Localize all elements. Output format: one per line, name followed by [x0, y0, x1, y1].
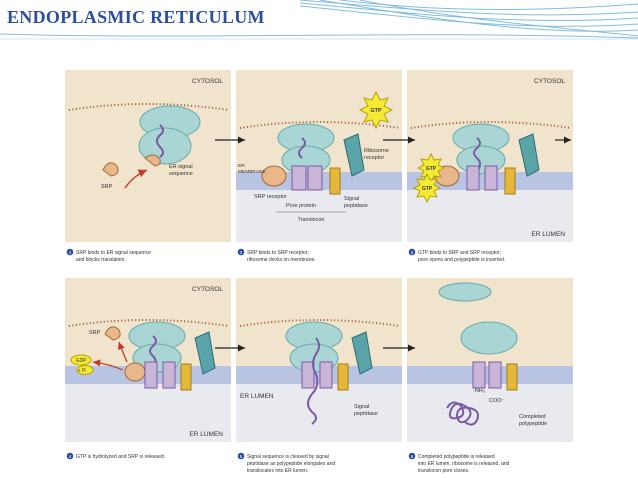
ribosome-receptor	[343, 133, 365, 177]
caption-5: 5 Signal sequence is cleaved by signal p…	[237, 452, 335, 474]
released-large-subunit	[460, 321, 518, 355]
svg-text:ribosome docks on membrane.: ribosome docks on membrane.	[247, 257, 316, 263]
svg-text:SRP binds to SRP receptor;: SRP binds to SRP receptor;	[247, 250, 309, 256]
svg-text:2: 2	[240, 250, 243, 255]
svg-text:COO⁻: COO⁻	[489, 398, 505, 404]
svg-text:CYTOSOL: CYTOSOL	[534, 78, 565, 85]
svg-text:SRP binds to ER signal sequenc: SRP binds to ER signal sequence	[76, 250, 151, 256]
svg-text:peptidase: peptidase	[354, 411, 378, 417]
svg-text:Ribosome: Ribosome	[364, 148, 389, 154]
svg-text:3: 3	[411, 250, 414, 255]
panel-4: SRP GDP + Pᵢ CYTOSOL ER LUMEN 4 GTP is h…	[65, 278, 231, 460]
mrna	[68, 103, 230, 111]
svg-text:GTP: GTP	[426, 166, 437, 172]
panel-6: -NH₃ COO⁻ Completed polypeptide 6 Comple…	[407, 278, 573, 474]
svg-text:GTP: GTP	[370, 108, 382, 114]
header-stripes	[0, 0, 638, 40]
svg-text:Translocon: Translocon	[297, 217, 324, 223]
er-signal-label-1: ER signal	[169, 164, 193, 170]
panel-5: ER LUMEN Signal peptidase 5 Signal seque…	[236, 278, 402, 474]
svg-text:5: 5	[240, 454, 243, 459]
panel-1: CYTOSOL ER signal sequence SRP 1 SRP bin…	[65, 70, 231, 263]
released-small-subunit	[438, 282, 492, 302]
svg-text:GTP binds to SRP and SRP recep: GTP binds to SRP and SRP receptor;	[418, 250, 501, 256]
srp	[144, 154, 161, 167]
svg-text:Signal: Signal	[354, 404, 369, 410]
svg-text:pore opens and polypeptide is: pore opens and polypeptide is inserted.	[418, 257, 505, 263]
svg-text:1: 1	[69, 250, 72, 255]
svg-text:translocon pore closes.: translocon pore closes.	[418, 468, 469, 474]
srp-receptor	[261, 165, 287, 187]
svg-text:CYTOSOL: CYTOSOL	[192, 286, 223, 293]
svg-text:4: 4	[69, 454, 72, 459]
svg-text:SRP: SRP	[89, 330, 101, 336]
er-translocation-figure: CYTOSOL ER signal sequence SRP 1 SRP bin…	[65, 70, 573, 474]
svg-text:GDP: GDP	[76, 358, 88, 364]
srp-label: SRP	[101, 184, 113, 190]
svg-text:translocates into ER lumen.: translocates into ER lumen.	[247, 468, 308, 474]
slide-header: ENDOPLASMIC RETICULUM	[0, 0, 638, 40]
panel-2: GTP Ribosome receptor ER MEMBRANE SRP re…	[236, 70, 402, 263]
er-lumen	[236, 190, 402, 242]
svg-text:GTP is hydrolyzed and SRP is r: GTP is hydrolyzed and SRP is released.	[76, 454, 165, 460]
svg-text:ER LUMEN: ER LUMEN	[240, 393, 274, 400]
svg-text:Signal: Signal	[344, 196, 359, 202]
signal-peptidase	[329, 167, 341, 195]
slide-title: ENDOPLASMIC RETICULUM	[7, 7, 265, 27]
svg-text:Completed: Completed	[519, 414, 546, 420]
elongating-polypeptide	[307, 337, 320, 425]
svg-text:receptor: receptor	[364, 155, 384, 161]
svg-text:6: 6	[411, 454, 414, 459]
caption-1: 1 SRP binds to ER signal sequence and bl…	[66, 248, 151, 263]
panel-3: GTP GTP CYTOSOL ER LUMEN 3 GTP binds to …	[407, 70, 573, 263]
free-srp	[102, 162, 119, 177]
svg-text:ER LUMEN: ER LUMEN	[189, 431, 223, 438]
er-signal-label-2: sequence	[169, 171, 193, 177]
svg-text:peptidase as polypeptide elong: peptidase as polypeptide elongates and	[247, 461, 335, 467]
svg-text:ER: ER	[238, 163, 245, 169]
nascent-polypeptide	[156, 124, 164, 158]
caption-6: 6 Completed polypeptide is released into…	[408, 452, 510, 474]
svg-text:MEMBRANE: MEMBRANE	[238, 169, 266, 175]
svg-text:polypeptide: polypeptide	[519, 421, 547, 427]
caption-4: 4 GTP is hydrolyzed and SRP is released.	[66, 452, 165, 460]
gtp-badge	[358, 90, 394, 130]
caption-3: 3 GTP binds to SRP and SRP receptor; por…	[408, 248, 505, 263]
svg-text:peptidase: peptidase	[344, 203, 368, 209]
svg-text:+ Pᵢ: + Pᵢ	[78, 368, 87, 374]
completed-polypeptide	[446, 401, 479, 426]
svg-text:and blocks translation.: and blocks translation.	[76, 257, 126, 263]
svg-text:Completed polypeptide is relea: Completed polypeptide is released	[418, 454, 495, 460]
svg-text:Pore protein: Pore protein	[286, 203, 316, 209]
svg-text:Signal sequence is cleaved by: Signal sequence is cleaved by signal	[247, 454, 329, 460]
svg-text:ER LUMEN: ER LUMEN	[531, 231, 565, 238]
svg-text:SRP receptor: SRP receptor	[254, 194, 287, 200]
svg-text:GTP: GTP	[422, 186, 433, 192]
caption-2: 2 SRP binds to SRP receptor; ribosome do…	[237, 248, 316, 263]
svg-text:-NH₃: -NH₃	[473, 388, 485, 394]
cytosol-label: CYTOSOL	[192, 78, 223, 85]
svg-text:into ER lumen, ribosome is rel: into ER lumen, ribosome is released, and	[418, 461, 510, 467]
